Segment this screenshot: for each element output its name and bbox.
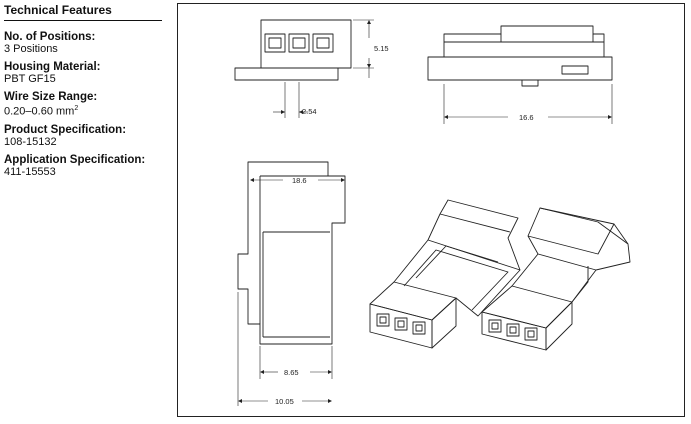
height-dimension-label: 5.15 (374, 44, 389, 53)
feature-value: 411-15553 (4, 165, 56, 178)
feature-value: 108-15132 (4, 135, 57, 148)
feature-label: Wire Size Range: (4, 91, 98, 103)
feature-positions: No. of Positions: 3 Positions (4, 31, 162, 55)
isometric-view-open (369, 199, 521, 349)
feature-value: 3 Positions (4, 43, 58, 55)
feature-label: No. of Positions: (4, 31, 96, 43)
overall-width-dimension-label: 10.05 (275, 397, 294, 406)
feature-value: 0.20–0.60 mm2 (4, 103, 162, 118)
feature-label: Product Specification: (4, 123, 127, 136)
technical-drawing-frame: 5.15 2.54 16.6 18.6 8.65 10.05 (177, 3, 685, 417)
inner-width-dimension-label: 8.65 (284, 368, 299, 377)
technical-features-panel: Technical Features No. of Positions: 3 P… (4, 2, 162, 184)
technical-drawing: 5.15 2.54 16.6 18.6 8.65 10.05 (234, 19, 631, 406)
side-view (427, 25, 613, 124)
technical-features-title: Technical Features (4, 2, 162, 21)
wire-size-value: 0.20–0.60 mm (4, 105, 75, 118)
isometric-view-closed (481, 207, 631, 351)
feature-application-spec: Application Specification: 411-15553 (4, 154, 162, 178)
feature-label: Application Specification: (4, 153, 146, 166)
front-view (234, 19, 374, 118)
feature-value: PBT GF15 (4, 73, 56, 85)
top-view (237, 161, 346, 406)
feature-product-spec: Product Specification: 108-15132 (4, 124, 162, 148)
top-width-dimension-label: 18.6 (292, 176, 307, 185)
length-dimension-label: 16.6 (519, 113, 534, 122)
pitch-dimension-label: 2.54 (302, 107, 317, 116)
wire-size-unit-exponent: 2 (74, 105, 79, 112)
feature-label: Housing Material: (4, 61, 101, 73)
feature-wire-size: Wire Size Range: 0.20–0.60 mm2 (4, 91, 162, 118)
feature-housing-material: Housing Material: PBT GF15 (4, 61, 162, 85)
